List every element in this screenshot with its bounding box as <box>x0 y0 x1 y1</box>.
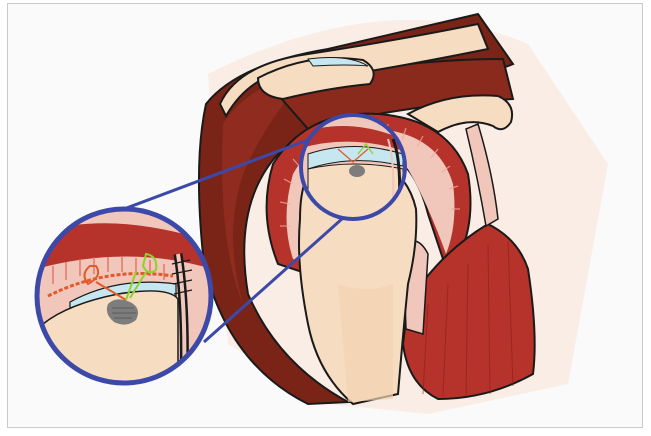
shoulder-illustration <box>8 4 643 428</box>
figure-frame <box>7 3 643 428</box>
